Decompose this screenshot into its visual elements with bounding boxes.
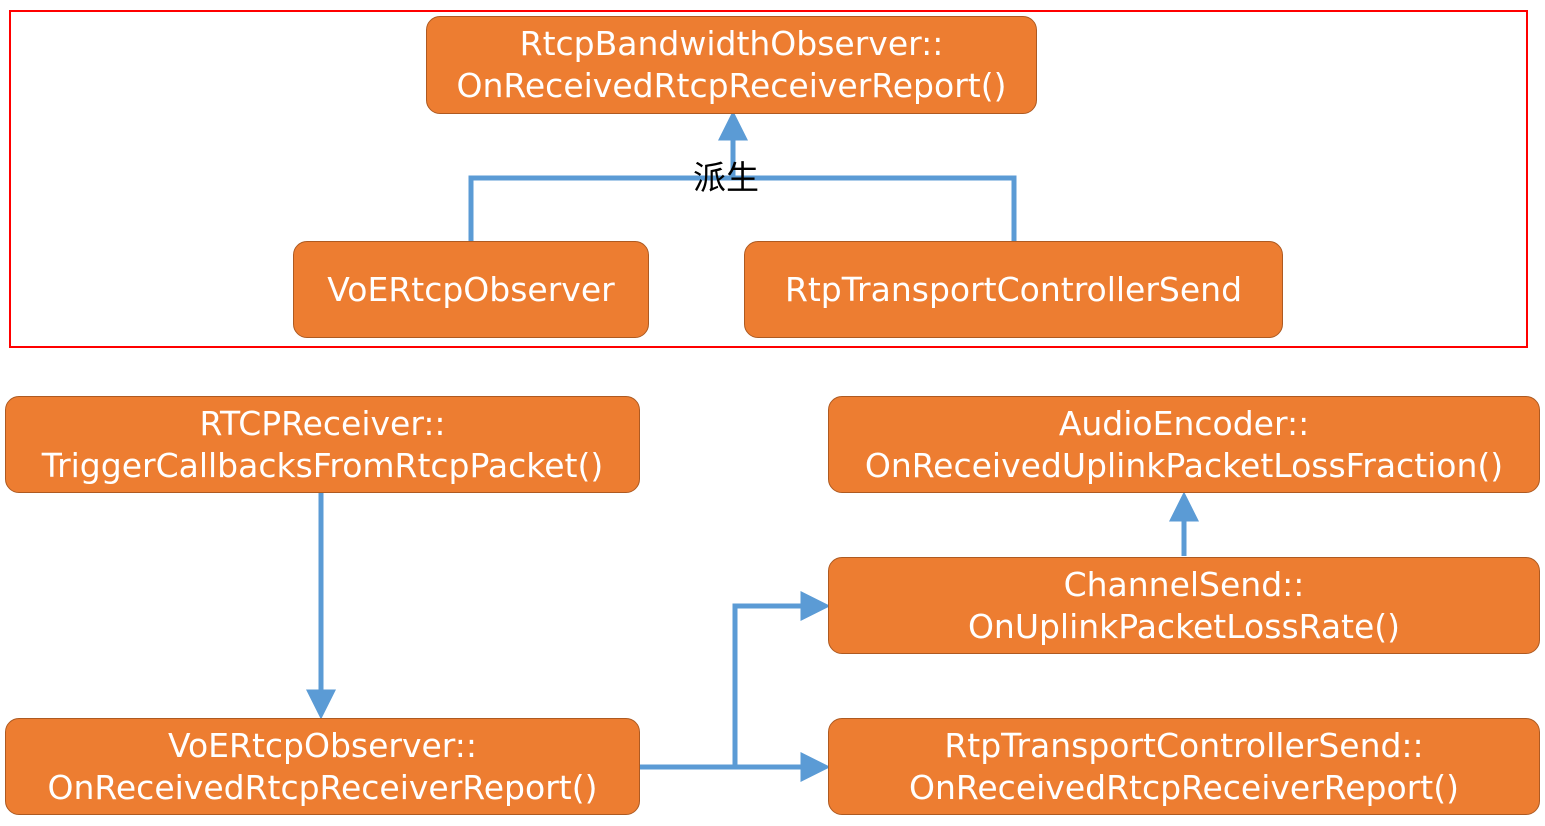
box-line-2: OnReceivedRtcpReceiverReport() xyxy=(47,767,598,807)
voe-rtcp-observer-method-box: VoERtcpObserver:: OnReceivedRtcpReceiver… xyxy=(5,718,640,815)
rtcp-bandwidth-observer-box: RtcpBandwidthObserver:: OnReceivedRtcpRe… xyxy=(426,16,1037,114)
box-line-2: OnReceivedRtcpReceiverReport() xyxy=(456,66,1007,105)
box-line-2: OnUplinkPacketLossRate() xyxy=(967,606,1401,646)
rtcp-receiver-box: RTCPReceiver:: TriggerCallbacksFromRtcpP… xyxy=(5,396,640,493)
inherit-line-right xyxy=(733,175,1017,241)
derive-label: 派生 xyxy=(693,158,759,197)
arrow-observer-to-channel xyxy=(732,591,831,767)
box-label: VoERtcpObserver xyxy=(327,269,615,309)
box-line-2: OnReceivedRtcpReceiverReport() xyxy=(909,767,1459,807)
voe-rtcp-observer-class-box: VoERtcpObserver xyxy=(293,241,649,338)
channel-send-box: ChannelSend:: OnUplinkPacketLossRate() xyxy=(828,557,1540,654)
box-line-2: TriggerCallbacksFromRtcpPacket() xyxy=(41,445,604,485)
inheritance-group-frame xyxy=(9,10,1528,348)
box-label: RtpTransportControllerSend xyxy=(784,269,1243,309)
box-line-1: AudioEncoder:: xyxy=(1058,403,1310,443)
box-line-1: VoERtcpObserver:: xyxy=(167,725,478,765)
audio-encoder-box: AudioEncoder:: OnReceivedUplinkPacketLos… xyxy=(828,396,1540,493)
inherit-line-left xyxy=(468,110,748,241)
box-line-1: RTCPReceiver:: xyxy=(199,403,446,443)
box-line-2: OnReceivedUplinkPacketLossFraction() xyxy=(864,445,1504,485)
rtp-transport-controller-send-class-box: RtpTransportControllerSend xyxy=(744,241,1283,338)
box-line-1: RtcpBandwidthObserver:: xyxy=(519,24,944,63)
box-line-1: RtpTransportControllerSend:: xyxy=(944,725,1424,765)
rtp-transport-controller-send-method-box: RtpTransportControllerSend:: OnReceivedR… xyxy=(828,718,1540,815)
box-line-1: ChannelSend:: xyxy=(1063,564,1305,604)
